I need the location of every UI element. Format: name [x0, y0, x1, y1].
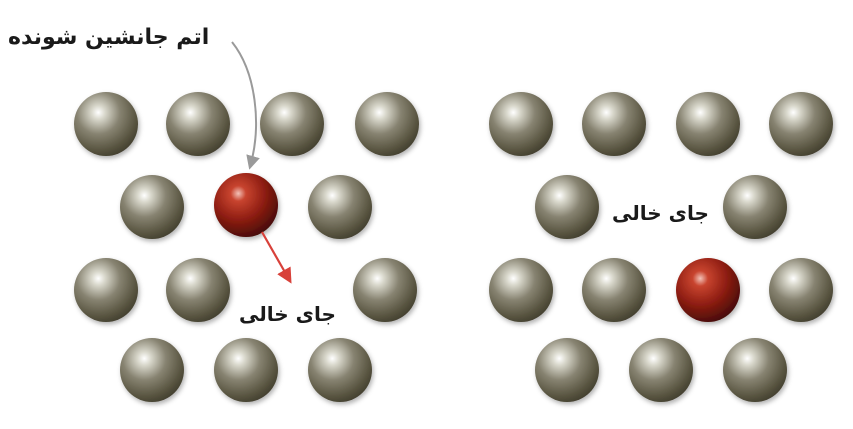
left-lattice [74, 92, 419, 402]
movement-arrow [262, 232, 290, 281]
atom [308, 338, 372, 402]
atom [535, 338, 599, 402]
atom [166, 258, 230, 322]
pointer-arrow [232, 42, 256, 167]
atom [629, 338, 693, 402]
atom [582, 92, 646, 156]
right-lattice [489, 92, 833, 402]
atom [120, 175, 184, 239]
atom [723, 338, 787, 402]
atom [355, 92, 419, 156]
atom [582, 258, 646, 322]
atom [308, 175, 372, 239]
vacancy-label-right: جای خالی [612, 201, 709, 225]
substituting-atom [214, 173, 278, 237]
atom [74, 258, 138, 322]
atom [676, 92, 740, 156]
atom [489, 258, 553, 322]
atom [214, 338, 278, 402]
atom [769, 92, 833, 156]
atom [723, 175, 787, 239]
substituting-atom-label: اتم جانشین شونده [8, 25, 209, 50]
substituting-atom [676, 258, 740, 322]
atom [120, 338, 184, 402]
atom [74, 92, 138, 156]
atom [769, 258, 833, 322]
atom [260, 92, 324, 156]
atom [353, 258, 417, 322]
atom [489, 92, 553, 156]
atom [535, 175, 599, 239]
vacancy-label-left: جای خالی [239, 302, 336, 326]
atom [166, 92, 230, 156]
